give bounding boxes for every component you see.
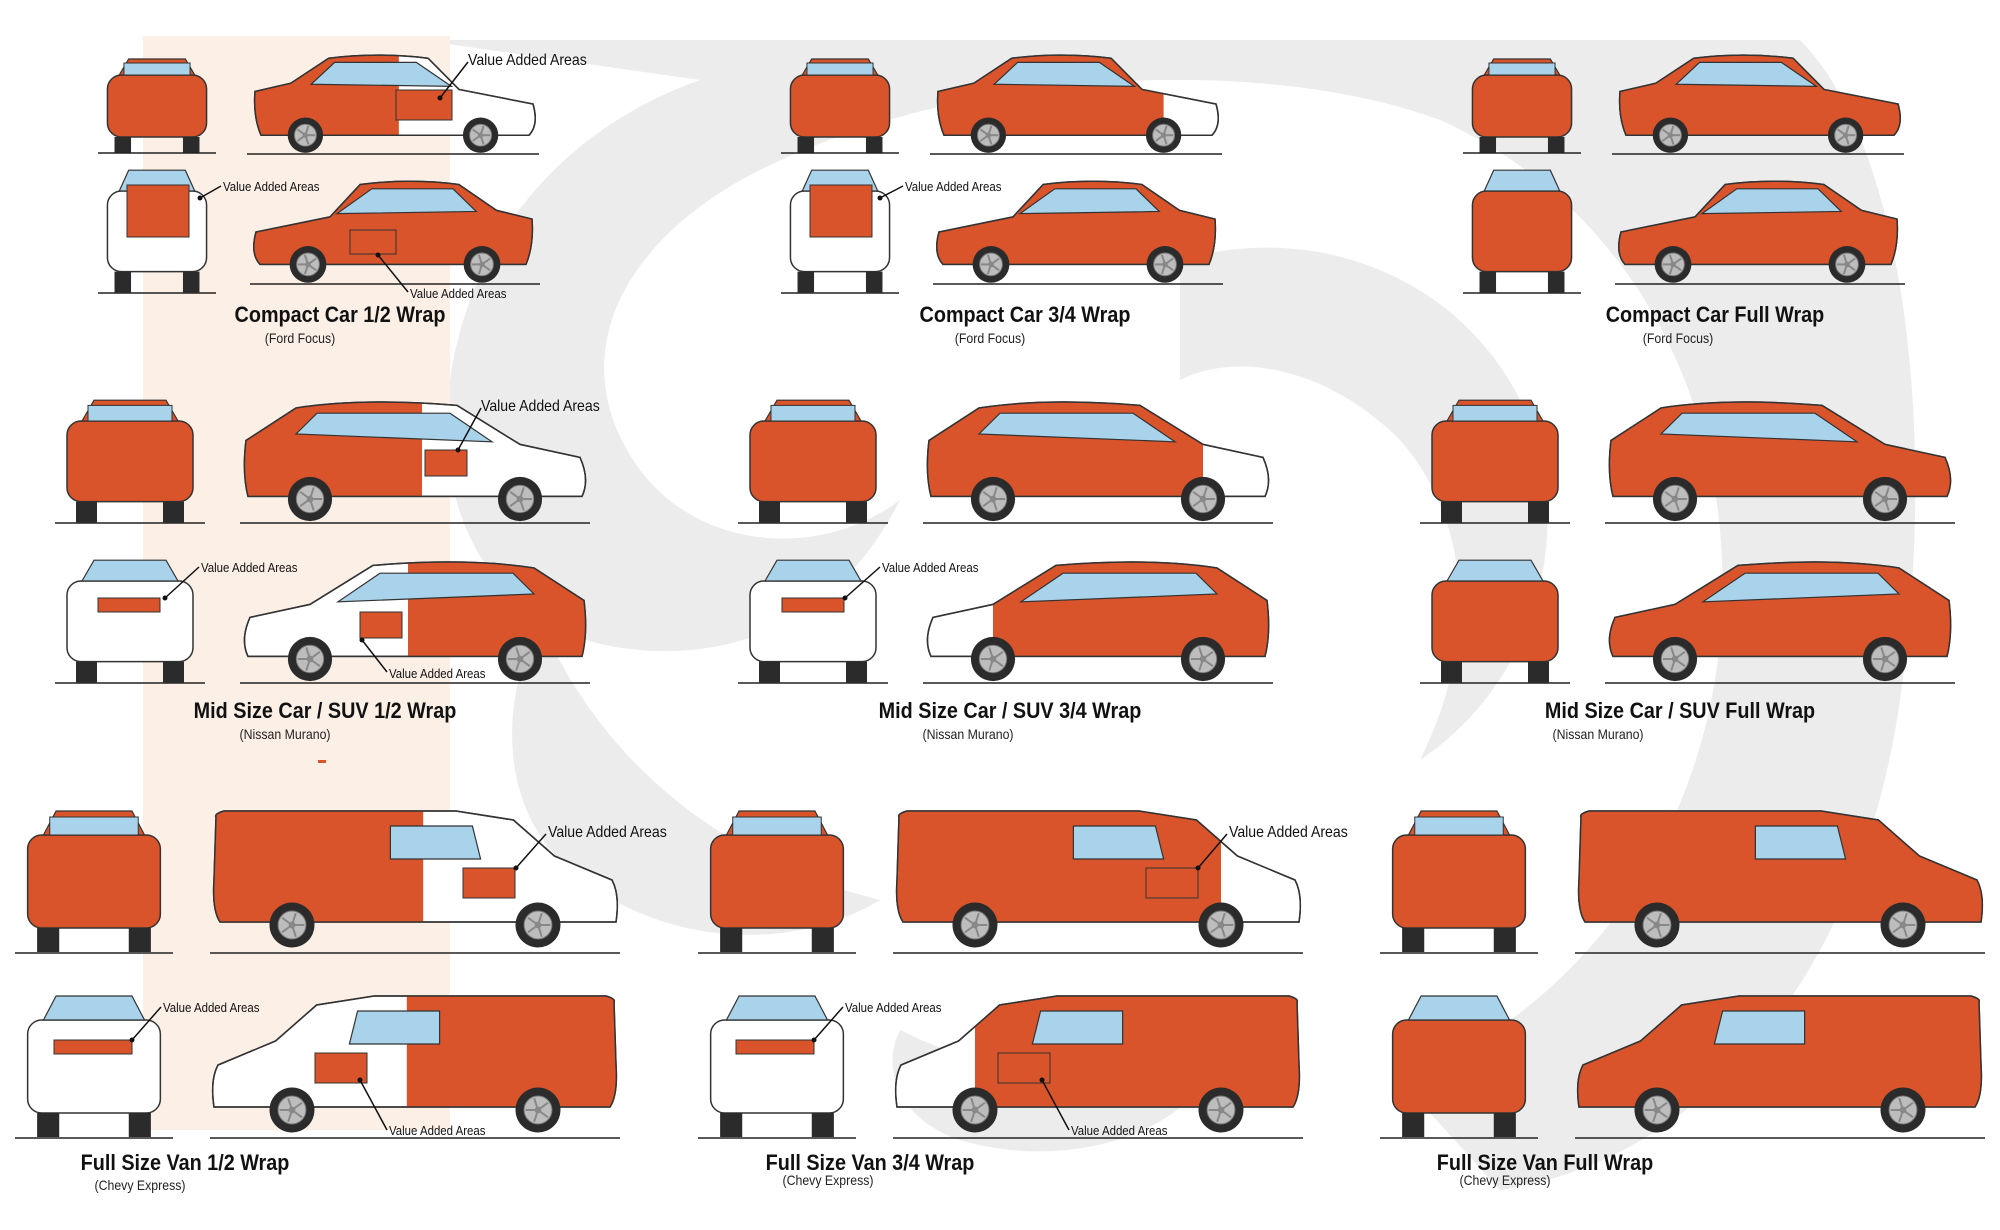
- vehicle-side-view: [1612, 54, 1904, 155]
- vehicle-side-view-reverse: [923, 561, 1273, 684]
- vehicle-rear-view: [1463, 58, 1581, 154]
- value-added-callout: Value Added Areas: [1229, 824, 1348, 841]
- value-added-area-patch: [359, 611, 403, 639]
- section-title: Mid Size Car / SUV Full Wrap: [1544, 698, 1816, 723]
- value-added-callout: Value Added Areas: [905, 179, 1002, 194]
- section-title: Full Size Van 1/2 Wrap: [80, 1150, 290, 1175]
- vehicle-side-view-reverse: [210, 995, 620, 1139]
- value-added-callout: Value Added Areas: [882, 560, 979, 575]
- vehicle-front-view: [1380, 995, 1538, 1139]
- value-added-callout: Value Added Areas: [468, 52, 587, 69]
- value-added-callout: Value Added Areas: [389, 1123, 486, 1138]
- vehicle-side-view: [247, 54, 539, 155]
- vehicle-side-view: [930, 54, 1222, 155]
- vehicle-rear-view: [698, 810, 856, 954]
- section-title: Compact Car 3/4 Wrap: [919, 302, 1131, 327]
- value-added-area-patch: [781, 597, 845, 613]
- section-subtitle: (Ford Focus): [264, 330, 336, 346]
- section-subtitle: (Nissan Murano): [239, 726, 331, 742]
- vehicle-rear-view: [1420, 399, 1570, 524]
- value-added-area-patch: [314, 1052, 368, 1084]
- vehicle-side-view-reverse: [240, 561, 590, 684]
- vehicle-rear-view: [15, 810, 173, 954]
- value-added-callout: Value Added Areas: [201, 560, 298, 575]
- section-title: Compact Car 1/2 Wrap: [234, 302, 446, 327]
- value-added-callout: Value Added Areas: [845, 1000, 942, 1015]
- vehicle-rear-view: [1380, 810, 1538, 954]
- vehicle-rear-view: [98, 58, 216, 154]
- vehicle-side-view: [923, 401, 1273, 524]
- value-added-area-patch: [735, 1039, 815, 1055]
- red-dash-mark: [318, 760, 326, 763]
- vehicle-side-view-reverse: [1575, 995, 1985, 1139]
- vehicle-side-view: [240, 401, 590, 524]
- value-added-callout: Value Added Areas: [389, 666, 486, 681]
- value-added-area-patch: [809, 184, 873, 238]
- section-subtitle: (Ford Focus): [954, 330, 1026, 346]
- vehicle-side-view-reverse: [933, 180, 1223, 285]
- section-subtitle: (Chevy Express): [782, 1172, 874, 1188]
- value-added-area-patch: [349, 229, 397, 255]
- section-title: Compact Car Full Wrap: [1605, 302, 1825, 327]
- section-subtitle: (Chevy Express): [1459, 1172, 1551, 1188]
- vehicle-side-view-reverse: [1615, 180, 1905, 285]
- section-title: Full Size Van 3/4 Wrap: [765, 1150, 975, 1175]
- vehicle-side-view-reverse: [893, 995, 1303, 1139]
- value-added-area-patch: [53, 1039, 133, 1055]
- section-title: Mid Size Car / SUV 1/2 Wrap: [193, 698, 457, 723]
- section-subtitle: (Ford Focus): [1642, 330, 1714, 346]
- value-added-area-patch: [1145, 867, 1199, 899]
- section-title: Full Size Van Full Wrap: [1436, 1150, 1654, 1175]
- value-added-area-patch: [126, 184, 190, 238]
- vehicle-rear-view: [55, 399, 205, 524]
- value-added-callout: Value Added Areas: [1071, 1123, 1168, 1138]
- value-added-callout: Value Added Areas: [548, 824, 667, 841]
- vehicle-side-view-reverse: [1605, 561, 1955, 684]
- vehicle-side-view: [1575, 810, 1985, 954]
- vehicle-side-view: [1605, 401, 1955, 524]
- vehicle-rear-view: [781, 58, 899, 154]
- value-added-callout: Value Added Areas: [481, 398, 600, 415]
- vehicle-side-view: [210, 810, 620, 954]
- section-title: Mid Size Car / SUV 3/4 Wrap: [878, 698, 1142, 723]
- section-subtitle: (Nissan Murano): [922, 726, 1014, 742]
- vehicle-front-view: [1420, 559, 1570, 684]
- value-added-callout: Value Added Areas: [410, 286, 507, 301]
- section-subtitle: (Chevy Express): [94, 1177, 186, 1193]
- value-added-area-patch: [424, 449, 468, 477]
- value-added-callout: Value Added Areas: [223, 179, 320, 194]
- section-subtitle: (Nissan Murano): [1552, 726, 1644, 742]
- vehicle-side-view: [893, 810, 1303, 954]
- value-added-callout: Value Added Areas: [163, 1000, 260, 1015]
- vehicle-rear-view: [738, 399, 888, 524]
- value-added-area-patch: [462, 867, 516, 899]
- vehicle-front-view: [55, 559, 205, 684]
- value-added-area-patch: [97, 597, 161, 613]
- vehicle-front-view: [1463, 169, 1581, 294]
